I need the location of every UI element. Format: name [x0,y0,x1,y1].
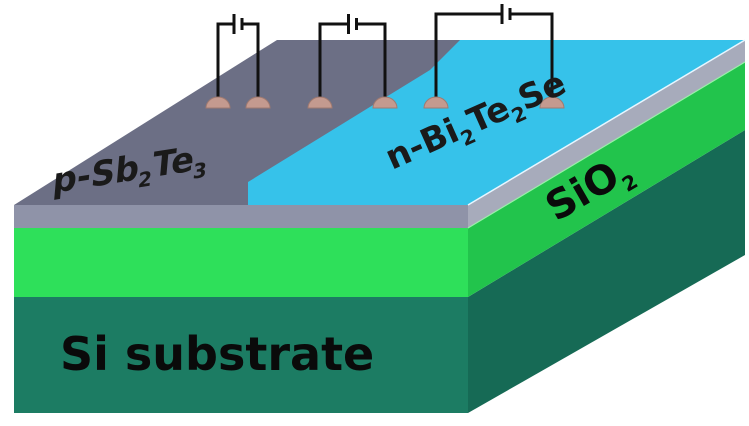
contact-pad-3 [307,96,333,109]
si-substrate-front-face [14,297,468,413]
circuit-2 [318,14,387,98]
contact-pad-1 [205,96,231,109]
contact-pad-6 [539,96,565,109]
contact-pad-5 [423,96,449,109]
contact-pad-4 [372,96,398,109]
electrical-contacts [205,96,565,109]
contact-pad-2 [245,96,271,109]
circuit-1 [216,14,260,98]
film-layer-front-face [14,205,468,228]
sio2-layer-front-face [14,228,468,297]
oxide-edge-highlight [467,61,746,229]
film-layer-side-face [468,40,745,228]
n-type-film-top [248,40,745,205]
circuit-3 [434,4,554,98]
film-edge-highlight [467,39,746,206]
sio2-layer-side-face [468,62,745,297]
si-substrate-side-face [468,130,745,413]
measurement-circuits [216,4,554,98]
si-substrate-label: Si substrate [60,327,374,381]
